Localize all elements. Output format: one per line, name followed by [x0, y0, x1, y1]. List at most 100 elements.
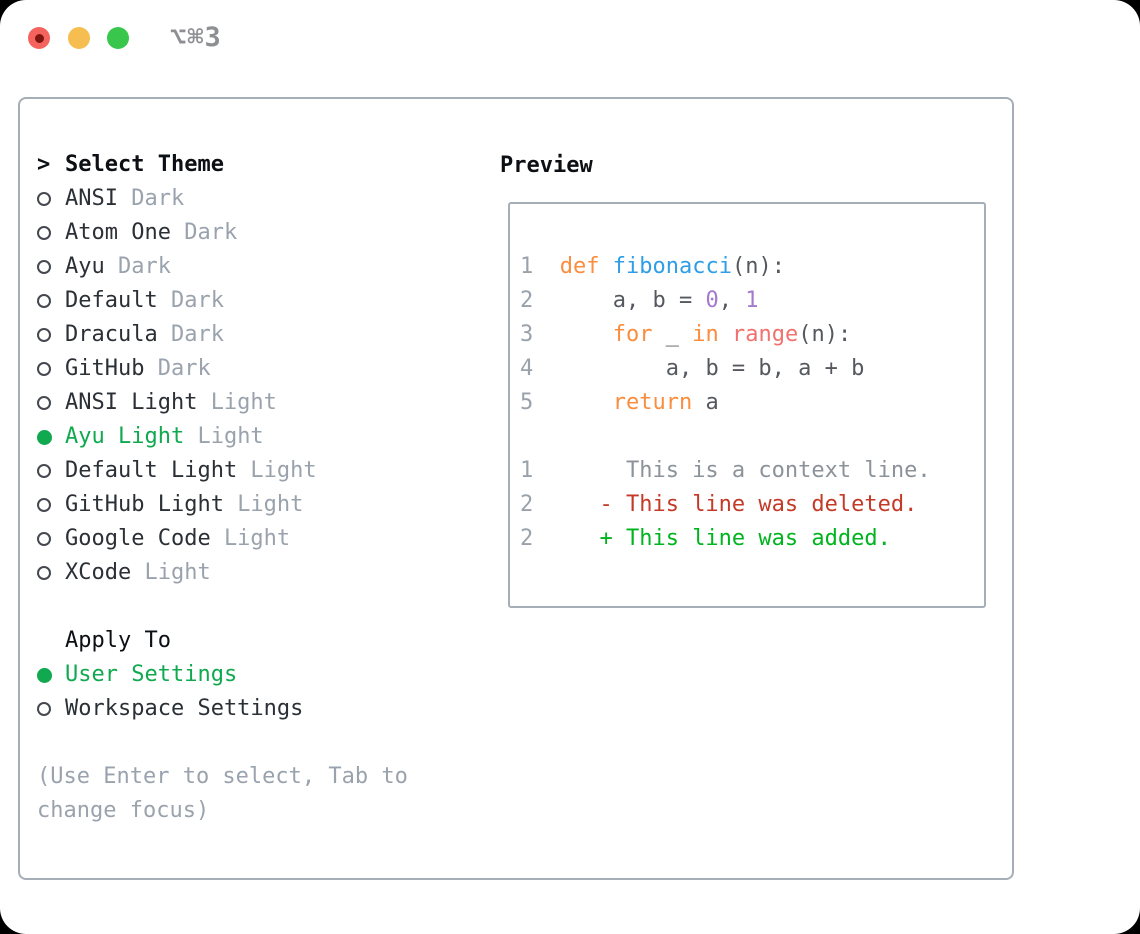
code-line: 4 a, b = b, a + b [520, 352, 931, 386]
apply-option-workspace-settings[interactable]: Workspace Settings [37, 692, 477, 726]
option-label: Default Light [65, 458, 238, 483]
theme-option-default-light[interactable]: Default Light Light [37, 454, 477, 488]
apply-to-options: User Settings Workspace Settings [37, 658, 477, 726]
close-button[interactable] [28, 27, 50, 49]
code-token-lineno: 2 [520, 492, 534, 517]
code-token-pl: a, b = [559, 288, 706, 313]
radio-unselected-icon [37, 464, 51, 478]
radio-unselected-icon [37, 260, 51, 274]
theme-option-google-code[interactable]: Google Code Light [37, 522, 477, 556]
option-variant-label: Light [250, 458, 317, 483]
code-line: 1 This is a context line. [520, 454, 931, 488]
preview-header: Preview [500, 153, 593, 178]
option-label: Google Code [65, 526, 211, 551]
option-variant-label: Dark [117, 254, 171, 279]
theme-option-ansi[interactable]: ANSI Dark [37, 182, 477, 216]
theme-option-github[interactable]: GitHub Dark [37, 352, 477, 386]
option-label: Dracula [65, 322, 158, 347]
option-label: User Settings [65, 662, 238, 687]
radio-unselected-icon [37, 226, 51, 240]
code-token-pl: a [692, 390, 719, 415]
code-line: 3 for _ in range(n): [520, 318, 931, 352]
apply-option-user-settings[interactable]: User Settings [37, 658, 477, 692]
minimize-button[interactable] [68, 27, 90, 49]
option-label: ANSI Light [65, 390, 198, 415]
option-label: ANSI [65, 186, 118, 211]
code-token-num: 1 [745, 288, 759, 313]
hint-text-line-1: (Use Enter to select, Tab to [37, 764, 408, 789]
spacer [37, 590, 477, 624]
code-token-num: 0 [705, 288, 719, 313]
code-token-pl: (n): [731, 254, 785, 279]
code-token-pl [560, 322, 613, 347]
radio-unselected-icon [37, 362, 51, 376]
radio-unselected-icon [37, 532, 51, 546]
radio-selected-icon [37, 429, 52, 445]
code-token-lineno: 1 [520, 254, 560, 279]
code-token-lineno: 4 [520, 356, 560, 381]
theme-option-default[interactable]: Default Dark [37, 284, 477, 318]
code-token-kw: for [612, 322, 653, 347]
code-token-pl: (n): [798, 322, 852, 347]
code-token-pl [719, 322, 732, 347]
code-token-lineno: 2 [520, 526, 534, 551]
code-token-pl: , [718, 288, 746, 313]
option-variant-label: Dark [131, 186, 185, 211]
option-label: Ayu Light [65, 424, 185, 449]
option-label: GitHub [65, 356, 145, 381]
option-variant-label: Light [237, 492, 304, 517]
theme-option-xcode[interactable]: XCode Light [37, 556, 477, 590]
code-token-del: - This line was deleted. [533, 492, 918, 517]
radio-unselected-icon [37, 566, 51, 580]
option-label: Ayu [65, 254, 105, 279]
zoom-button[interactable] [107, 27, 129, 49]
hint-text-line-2: change focus) [37, 798, 210, 823]
code-token-pl [600, 254, 613, 279]
option-variant-label: Light [223, 526, 291, 551]
option-variant-label: Light [144, 560, 211, 585]
theme-option-github-light[interactable]: GitHub Light Light [37, 488, 477, 522]
theme-option-ayu[interactable]: Ayu Dark [37, 250, 477, 284]
code-token-ctx: This is a context line. [533, 458, 931, 483]
code-token-call: range [731, 322, 799, 347]
radio-selected-icon [37, 667, 52, 683]
selection-cursor-icon: > [37, 152, 51, 177]
window-shortcut-label: ⌥⌘3 [170, 22, 222, 53]
option-variant-label: Dark [184, 220, 238, 245]
radio-unselected-icon [37, 396, 51, 410]
code-token-fn: fibonacci [612, 254, 732, 279]
code-token-kw: return [612, 390, 693, 415]
code-line: 2 + This line was added. [520, 522, 931, 556]
option-label: Workspace Settings [65, 696, 304, 721]
code-token-pl: a, b = b, a + b [559, 356, 865, 381]
radio-unselected-icon [37, 294, 51, 308]
option-variant-label: Dark [157, 356, 211, 381]
code-token-kw: def [559, 254, 600, 279]
code-line: 5 return a [520, 386, 931, 420]
titlebar: ⌥⌘3 [0, 0, 1140, 76]
option-label: GitHub Light [65, 492, 224, 517]
code-token-kw: in [692, 322, 719, 347]
radio-unselected-icon [37, 498, 51, 512]
radio-unselected-icon [37, 192, 51, 206]
code-token-lineno: 5 [520, 390, 560, 415]
option-variant-label: Dark [170, 288, 224, 313]
code-token-lineno: 2 [520, 288, 560, 313]
code-token-lineno: 1 [520, 458, 534, 483]
select-theme-title: Select Theme [65, 152, 224, 177]
option-label: Default [65, 288, 158, 313]
option-label: XCode [65, 560, 132, 585]
code-token-add: + This line was added. [533, 526, 891, 551]
code-token-lineno: 3 [520, 322, 560, 347]
code-line [520, 420, 931, 454]
code-line: 2 a, b = 0, 1 [520, 284, 931, 318]
code-token-pl [560, 390, 613, 415]
